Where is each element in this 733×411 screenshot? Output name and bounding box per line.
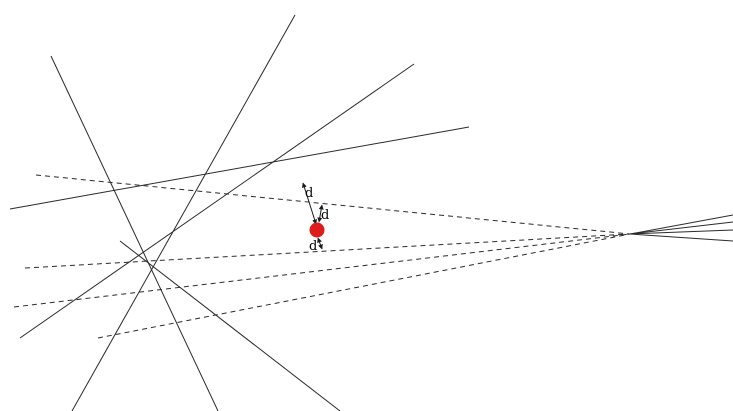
dashed-line-2 [24,233,631,269]
distance-arrows [301,182,324,250]
dashed-line-4 [97,233,631,339]
distance-arrow-middle [317,204,324,223]
right-line-1 [629,214,733,235]
right-pencil-solid-lines [629,214,733,242]
right-line-4 [629,233,733,242]
distance-arrow-upper [301,182,318,225]
distance-label-lower: d [309,239,317,254]
solid-line-4 [50,55,219,411]
solid-line-1 [71,14,296,411]
dashed-line-1 [35,174,631,235]
right-line-2 [629,221,733,235]
distance-arrow-lower [317,237,323,250]
left-pencil-solid-lines [9,14,470,411]
solid-line-3 [9,126,470,210]
dashed-lines [13,174,631,339]
right-line-3 [629,229,733,235]
red-point [309,222,325,238]
dashed-line-3 [13,233,631,308]
solid-line-2 [19,63,415,339]
distance-label-upper: d [305,186,313,201]
solid-line-5 [119,240,341,411]
distance-label-middle: d [321,208,329,223]
